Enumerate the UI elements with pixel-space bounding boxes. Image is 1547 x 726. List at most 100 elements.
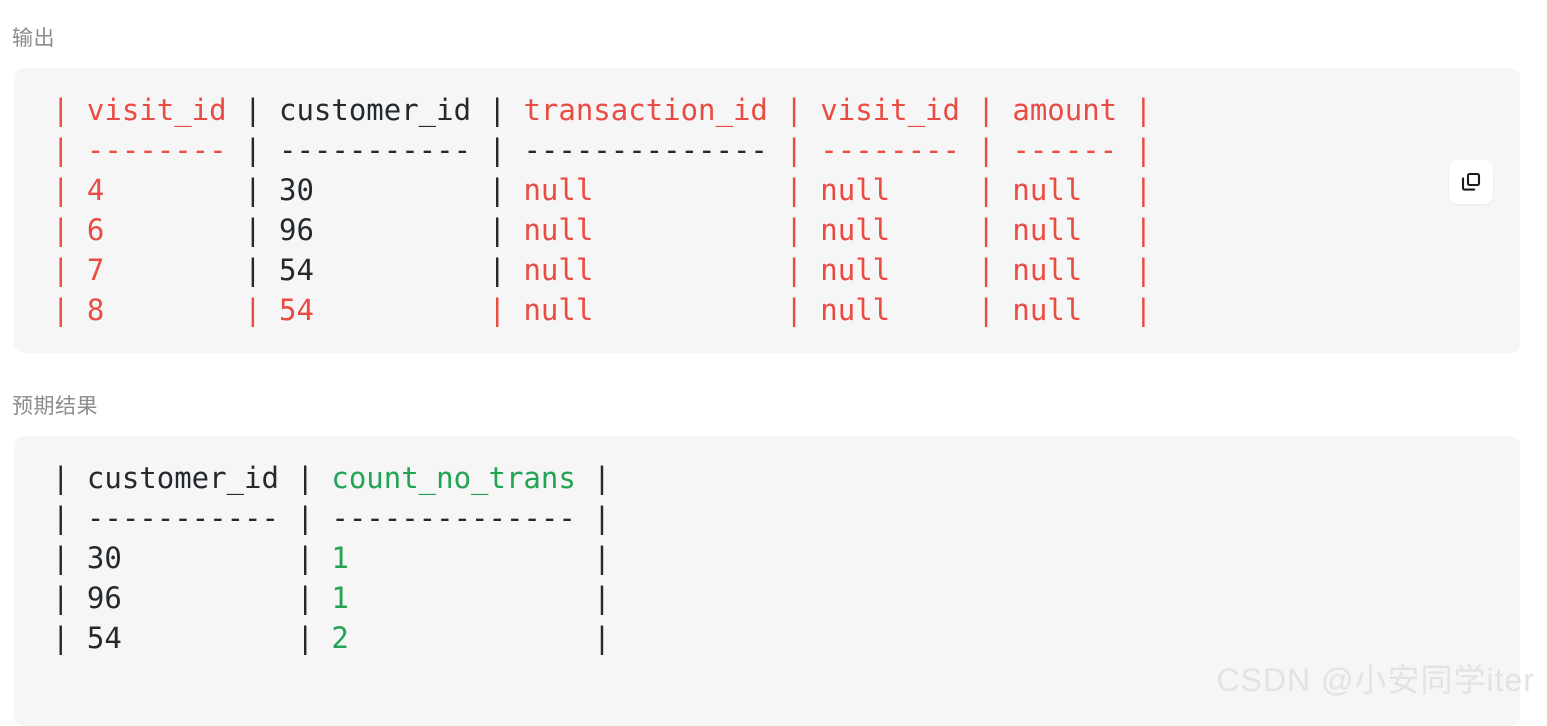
output-line: | visit_id | customer_id | transaction_i… xyxy=(52,90,1520,130)
expected-token: | xyxy=(278,621,332,655)
output-token: | xyxy=(471,253,524,287)
expected-token: | xyxy=(52,581,87,615)
output-token: 6 xyxy=(86,213,227,247)
expected-token: | xyxy=(278,581,332,615)
output-token: null xyxy=(523,253,768,287)
output-token: | xyxy=(471,133,524,167)
output-token: | xyxy=(52,93,87,127)
expected-token: | xyxy=(52,461,87,495)
output-token: null xyxy=(1012,173,1118,207)
expected-token: customer_id xyxy=(86,461,279,495)
output-token: -------- xyxy=(86,133,227,167)
expected-token: | xyxy=(278,501,332,535)
output-token: | xyxy=(226,93,279,127)
output-token: null xyxy=(1012,213,1118,247)
output-line: | 7 | 54 | null | null | null | xyxy=(52,250,1520,290)
output-token: | xyxy=(471,173,524,207)
output-token: | xyxy=(52,213,87,247)
expected-token: | xyxy=(575,501,611,535)
output-token: | xyxy=(52,253,87,287)
output-line: | 4 | 30 | null | null | null | xyxy=(52,170,1520,210)
output-token: | xyxy=(226,213,279,247)
output-token: -------------- xyxy=(523,133,768,167)
expected-token: | xyxy=(575,461,611,495)
output-token: | xyxy=(226,173,279,207)
expected-line: | customer_id | count_no_trans | xyxy=(52,458,1520,498)
expected-token: 96 xyxy=(86,581,279,615)
output-token: customer_id xyxy=(279,93,472,127)
output-token: | xyxy=(226,293,279,327)
output-token: | xyxy=(959,253,1013,287)
output-line: | 8 | 54 | null | null | null | xyxy=(52,290,1520,330)
output-line: | -------- | ----------- | -------------… xyxy=(52,130,1520,170)
output-section-label: 输出 xyxy=(12,27,55,50)
output-token: ----------- xyxy=(279,133,472,167)
expected-line: | 96 | 1 | xyxy=(52,578,1520,618)
expected-line: | 30 | 1 | xyxy=(52,538,1520,578)
output-token: 54 xyxy=(279,293,472,327)
copy-icon-button[interactable] xyxy=(1449,160,1493,204)
output-token: | xyxy=(1117,133,1153,167)
output-token: | xyxy=(767,293,821,327)
output-token: | xyxy=(1117,93,1153,127)
output-token: | xyxy=(471,213,524,247)
output-token: transaction_id xyxy=(523,93,768,127)
output-token: | xyxy=(959,133,1013,167)
output-token: null xyxy=(523,173,768,207)
output-token: | xyxy=(767,253,821,287)
expected-token: 2 xyxy=(331,621,576,655)
output-token: null xyxy=(820,253,960,287)
expected-token: count_no_trans xyxy=(331,461,576,495)
output-token: | xyxy=(1117,253,1153,287)
expected-line: | ----------- | -------------- | xyxy=(52,498,1520,538)
expected-code-text: | customer_id | count_no_trans || ------… xyxy=(14,458,1520,658)
output-token: null xyxy=(523,213,768,247)
output-token: 8 xyxy=(86,293,227,327)
output-token: | xyxy=(226,133,279,167)
output-token: | xyxy=(767,133,821,167)
output-token: | xyxy=(52,293,87,327)
output-token: | xyxy=(767,173,821,207)
expected-token: ----------- xyxy=(86,501,279,535)
output-token: | xyxy=(959,293,1013,327)
expected-token: | xyxy=(52,541,87,575)
output-token: | xyxy=(1117,173,1153,207)
output-token: | xyxy=(959,173,1013,207)
output-token: | xyxy=(767,213,821,247)
output-token: visit_id xyxy=(86,93,227,127)
expected-token: 1 xyxy=(331,541,576,575)
output-token: | xyxy=(767,93,821,127)
output-token: | xyxy=(52,173,87,207)
output-token: | xyxy=(226,253,279,287)
output-token: 30 xyxy=(279,173,472,207)
output-token: null xyxy=(820,213,960,247)
output-token: | xyxy=(959,93,1013,127)
expected-token: 1 xyxy=(331,581,576,615)
copy-icon xyxy=(1460,171,1482,193)
output-line: | 6 | 96 | null | null | null | xyxy=(52,210,1520,250)
output-token: visit_id xyxy=(820,93,960,127)
output-token: 7 xyxy=(86,253,227,287)
output-token: null xyxy=(1012,253,1118,287)
expected-line: | 54 | 2 | xyxy=(52,618,1520,658)
output-token: ------ xyxy=(1012,133,1118,167)
expected-token: 30 xyxy=(86,541,279,575)
output-token: null xyxy=(523,293,768,327)
output-token: null xyxy=(820,173,960,207)
output-code-block: | visit_id | customer_id | transaction_i… xyxy=(14,68,1520,353)
output-token: | xyxy=(471,293,524,327)
expected-token: -------------- xyxy=(331,501,576,535)
output-token: | xyxy=(1117,213,1153,247)
output-token: 96 xyxy=(279,213,472,247)
output-token: | xyxy=(959,213,1013,247)
output-token: | xyxy=(1117,293,1153,327)
expected-token: | xyxy=(52,621,87,655)
output-token: -------- xyxy=(820,133,960,167)
output-token: null xyxy=(1012,293,1118,327)
output-token: | xyxy=(52,133,87,167)
output-code-text: | visit_id | customer_id | transaction_i… xyxy=(14,90,1520,330)
expected-token: | xyxy=(278,541,332,575)
expected-token: | xyxy=(278,461,332,495)
expected-token: 54 xyxy=(86,621,279,655)
output-token: null xyxy=(820,293,960,327)
